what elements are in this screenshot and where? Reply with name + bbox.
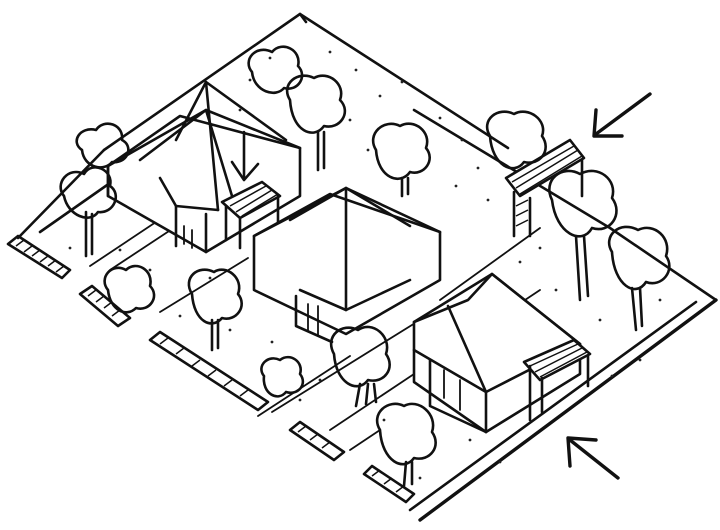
tree-1 — [77, 124, 129, 168]
fence-1 — [8, 236, 70, 278]
fence-2 — [80, 286, 130, 326]
fence-3 — [150, 332, 268, 410]
tree-5 — [373, 124, 430, 196]
tree-11 — [331, 327, 390, 406]
tree-8 — [609, 227, 669, 330]
tree-10 — [105, 266, 154, 312]
tree-9 — [189, 270, 242, 350]
tree-12 — [377, 404, 436, 486]
tree-3 — [249, 47, 302, 93]
tree-13 — [261, 357, 302, 396]
arrow-upper-right — [594, 94, 650, 136]
house-2 — [254, 188, 440, 342]
arrow-lower-right — [568, 438, 618, 478]
fence-4 — [290, 422, 344, 460]
